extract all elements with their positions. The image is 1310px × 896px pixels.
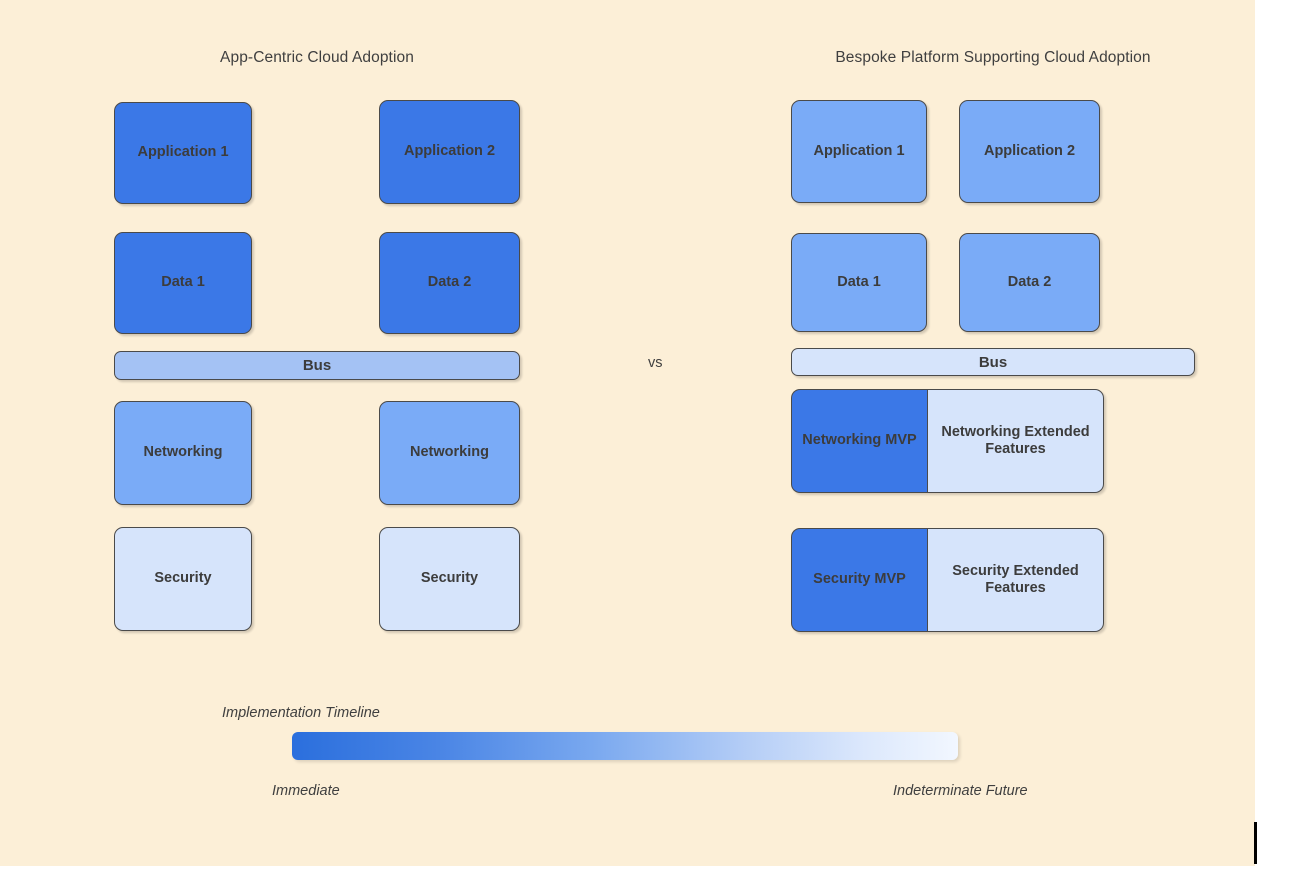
left-data-1-box[interactable]: Data 1 <box>114 232 252 334</box>
legend-start-label: Immediate <box>272 783 340 799</box>
right-data-2-box[interactable]: Data 2 <box>959 233 1100 332</box>
text-cursor <box>1254 822 1257 864</box>
vs-label: vs <box>648 355 663 371</box>
right-networking-split: Networking MVP Networking Extended Featu… <box>791 389 1104 493</box>
left-application-1-box[interactable]: Application 1 <box>114 102 252 204</box>
right-networking-mvp-box[interactable]: Networking MVP <box>791 389 927 493</box>
legend-title: Implementation Timeline <box>222 705 380 721</box>
left-data-2-box[interactable]: Data 2 <box>379 232 520 334</box>
left-application-2-box[interactable]: Application 2 <box>379 100 520 204</box>
left-networking-1-box[interactable]: Networking <box>114 401 252 505</box>
right-bus-bar[interactable]: Bus <box>791 348 1195 376</box>
left-column-title: App-Centric Cloud Adoption <box>220 49 414 66</box>
legend-end-label: Indeterminate Future <box>893 783 1028 799</box>
left-security-1-box[interactable]: Security <box>114 527 252 631</box>
right-column-title: Bespoke Platform Supporting Cloud Adopti… <box>835 49 1151 66</box>
right-security-split: Security MVP Security Extended Features <box>791 528 1104 632</box>
right-application-2-box[interactable]: Application 2 <box>959 100 1100 203</box>
right-security-extended-box[interactable]: Security Extended Features <box>927 528 1104 632</box>
right-networking-extended-box[interactable]: Networking Extended Features <box>927 389 1104 493</box>
left-security-2-box[interactable]: Security <box>379 527 520 631</box>
right-application-1-box[interactable]: Application 1 <box>791 100 927 203</box>
diagram-canvas: App-Centric Cloud Adoption Bespoke Platf… <box>0 0 1255 866</box>
left-bus-bar[interactable]: Bus <box>114 351 520 380</box>
left-networking-2-box[interactable]: Networking <box>379 401 520 505</box>
right-data-1-box[interactable]: Data 1 <box>791 233 927 332</box>
implementation-timeline-gradient <box>292 732 958 760</box>
right-security-mvp-box[interactable]: Security MVP <box>791 528 927 632</box>
